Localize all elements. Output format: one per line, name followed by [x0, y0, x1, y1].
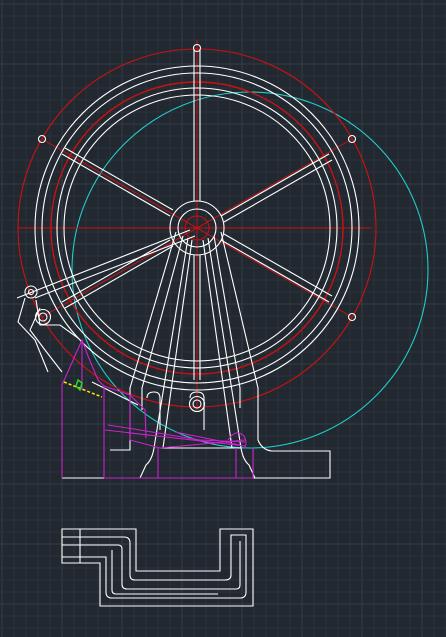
markers	[63, 378, 103, 398]
spoke-lower-left-b[interactable]	[64, 245, 174, 309]
hub-outer[interactable]	[169, 200, 225, 256]
handle-lower-right[interactable]	[347, 312, 357, 322]
stand-leg-left[interactable]	[139, 237, 189, 479]
spoke-upper-right-b[interactable]	[223, 159, 333, 223]
spoke-lower-right-a[interactable]	[220, 239, 330, 303]
geometry-layer	[16, 43, 360, 607]
frame-wedge-inner[interactable]	[129, 394, 147, 439]
stand-leg-left-inner[interactable]	[162, 239, 193, 449]
wheel-spokes	[61, 50, 333, 380]
marker-green[interactable]	[75, 378, 83, 392]
rim-outer-ring[interactable]	[34, 65, 360, 391]
lever-line-a[interactable]	[16, 229, 191, 299]
stand-slot-left[interactable]	[146, 391, 161, 430]
frame-layer	[61, 338, 254, 479]
rim-ring-2[interactable]	[41, 72, 353, 384]
rim-inner-ring[interactable]	[63, 94, 331, 362]
handle-bottom[interactable]	[192, 399, 202, 409]
stand-outer-right[interactable]	[62, 231, 331, 479]
frame-wedge-top[interactable]	[103, 385, 246, 449]
stand-inner-left[interactable]	[141, 235, 184, 410]
profile-inner-a[interactable]	[62, 534, 247, 599]
profile-section	[61, 528, 254, 607]
hub-bore[interactable]	[184, 215, 210, 241]
lever-link-a[interactable]	[17, 297, 49, 373]
centerline-layer	[17, 40, 377, 412]
frame-diagonal[interactable]	[174, 431, 241, 446]
lever-arm	[16, 229, 196, 373]
frame-wedge-low[interactable]	[104, 429, 246, 447]
spoke-upper-left-a[interactable]	[64, 147, 174, 211]
stand-inner-right[interactable]	[213, 235, 241, 408]
rim-ring-3[interactable]	[56, 87, 338, 369]
spoke-lower-left-a[interactable]	[61, 239, 171, 303]
stand-leg-right-inner[interactable]	[202, 239, 233, 449]
lever-link-b[interactable]	[29, 307, 63, 373]
spoke-upper-left-b[interactable]	[61, 153, 171, 217]
spoke-upper-right-a[interactable]	[220, 153, 330, 217]
frame-base[interactable]	[104, 448, 254, 479]
profile-outer[interactable]	[61, 528, 254, 607]
handle-upper-left[interactable]	[37, 134, 47, 144]
hub-inner[interactable]	[177, 208, 217, 248]
support-stand	[62, 231, 331, 479]
spoke-centerline-b[interactable]	[41, 138, 353, 318]
handle-upper-right[interactable]	[347, 134, 357, 144]
lever-pivot[interactable]	[24, 285, 38, 299]
stand-leg-right[interactable]	[207, 237, 256, 479]
frame-curl[interactable]	[227, 432, 247, 449]
marker-yellow-dashed[interactable]	[63, 381, 103, 398]
spoke-lower-right-b[interactable]	[223, 233, 333, 297]
stand-slot-right[interactable]	[189, 391, 205, 430]
lever-link-c[interactable]	[35, 299, 79, 339]
profile-inner-b[interactable]	[62, 541, 241, 590]
profile-inner-c[interactable]	[111, 550, 218, 595]
handle-top[interactable]	[192, 43, 202, 53]
lever-line-b[interactable]	[34, 235, 196, 299]
